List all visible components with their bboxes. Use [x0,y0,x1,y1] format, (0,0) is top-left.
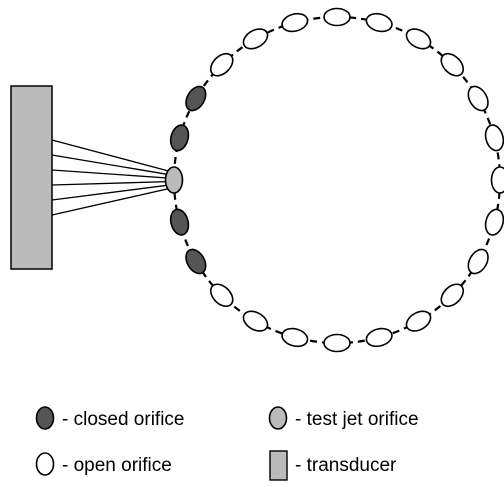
orifice-ring-elements [164,7,504,353]
closed-orifice [185,85,207,112]
transducer-tube [51,186,177,216]
transducer-tube [51,154,177,177]
legend: - closed orifice - test jet orifice - op… [35,406,419,481]
closed-orifice [185,248,207,275]
legend-transducer-swatch [269,450,288,481]
transducer-tube [51,139,177,174]
legend-closed-swatch [35,406,55,430]
legend-open-label: - open orifice [62,455,172,476]
open-orifice [405,28,432,50]
test-jet-orifice [164,166,184,194]
closed-orifice [169,124,190,152]
open-orifice [365,12,393,33]
open-orifice [209,52,234,77]
open-orifice [242,310,269,332]
open-orifice [467,85,489,112]
open-orifice [365,327,393,348]
open-orifice [209,283,234,308]
open-orifice [467,248,489,275]
open-orifice [440,52,465,77]
open-orifice [484,208,504,236]
open-orifice [242,28,269,50]
open-orifice [281,327,309,348]
open-orifice [484,124,504,152]
transducer-tube [51,169,177,180]
open-orifice [323,333,351,353]
closed-orifice [169,208,190,236]
open-orifice [281,12,309,33]
transducer-tube [51,183,177,201]
transducer-tube [51,180,177,186]
open-orifice [490,166,504,194]
open-orifice [323,7,351,27]
legend-test-jet-label: - test jet orifice [295,409,419,430]
legend-transducer-label: - transducer [295,455,397,476]
transducer-block [10,85,53,270]
legend-open-swatch [35,452,55,476]
open-orifice [405,310,432,332]
legend-test-jet-swatch [268,406,288,430]
legend-closed-label: - closed orifice [62,409,185,430]
transducer-tubes [51,139,177,216]
open-orifice [440,283,465,308]
